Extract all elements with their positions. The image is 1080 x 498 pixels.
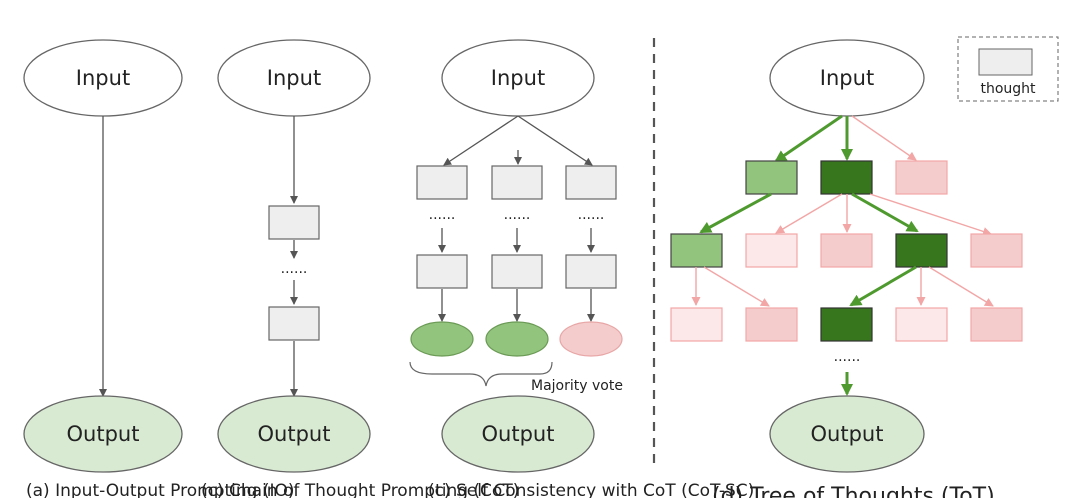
io-input-label: Input <box>76 66 130 90</box>
tot-thought-pruned <box>820 233 873 268</box>
cot-caption: (c) Chain of Thought Prompting (CoT) <box>201 481 519 498</box>
tot-thought-pruned-light <box>670 307 723 342</box>
tot-output-label: Output <box>811 422 884 446</box>
cot-thought-box <box>268 205 320 240</box>
sc-caption: (c) Self Consistency with CoT (CoT-SC) <box>428 481 754 498</box>
tot-thought-good <box>670 233 723 268</box>
sc-answer-node-selected <box>485 321 549 357</box>
sc-output-node <box>441 395 595 473</box>
legend-thought-label: thought <box>980 81 1036 97</box>
panel-cot: Input ...... Output (c) Chain of Thought… <box>201 39 519 498</box>
tot-caption: (d) Tree of Thoughts (ToT) <box>712 484 995 498</box>
tot-input-label: Input <box>820 66 874 90</box>
tot-thought-best <box>820 307 873 342</box>
tot-thought-pruned <box>970 307 1023 342</box>
tot-edge-pruned <box>775 193 843 234</box>
tot-edge-pruned <box>703 266 770 307</box>
legend-thought-swatch <box>978 48 1033 76</box>
cot-ellipsis: ...... <box>281 261 308 277</box>
sc-arrow <box>517 115 593 166</box>
tot-thought-pruned-light <box>745 233 798 268</box>
tot-thought-pruned-light <box>895 307 948 342</box>
sc-thought-box <box>491 165 543 200</box>
tot-edge-selected <box>849 265 917 307</box>
io-output-node <box>23 395 183 473</box>
sc-arrow <box>443 115 519 166</box>
io-caption: (a) Input-Output Prompting (IO) <box>26 481 295 498</box>
sc-output-label: Output <box>482 422 555 446</box>
tot-thought-best <box>895 233 948 268</box>
panel-io: Input Output (a) Input-Output Prompting … <box>23 39 295 498</box>
tot-thought-pruned <box>970 233 1023 268</box>
sc-ellipsis: ...... <box>504 207 531 223</box>
sc-thought-box <box>491 254 543 289</box>
sc-ellipsis: ...... <box>429 207 456 223</box>
tot-edge-pruned <box>928 266 994 307</box>
sc-thought-box <box>416 254 468 289</box>
tot-ellipsis: ...... <box>834 349 861 365</box>
tot-output-node <box>769 395 925 473</box>
cot-output-node <box>217 395 371 473</box>
sc-ellipsis: ...... <box>578 207 605 223</box>
sc-thought-box <box>416 165 468 200</box>
sc-majority-brace <box>409 361 553 387</box>
sc-thought-box <box>565 165 617 200</box>
sc-answer-node-rejected <box>559 321 623 357</box>
tot-thought-best <box>820 160 873 195</box>
tot-edge-selected <box>774 114 843 163</box>
panel-sc: Input ...... ...... ...... Majority vote… <box>409 39 754 498</box>
sc-thought-box <box>565 254 617 289</box>
tot-thought-good <box>745 160 798 195</box>
cot-output-label: Output <box>258 422 331 446</box>
tot-edge-selected <box>699 192 772 234</box>
sc-answer-node-selected <box>410 321 474 357</box>
io-output-label: Output <box>67 422 140 446</box>
tot-edge-pruned <box>869 193 992 236</box>
sc-majority-vote-label: Majority vote <box>531 378 623 394</box>
tot-thought-pruned <box>745 307 798 342</box>
cot-thought-box <box>268 306 320 341</box>
panel-tot: thought Input ..... <box>670 36 1059 498</box>
tot-edge-selected <box>851 192 919 233</box>
tot-edge-pruned <box>851 115 917 161</box>
sc-input-label: Input <box>491 66 545 90</box>
tot-thought-pruned <box>895 160 948 195</box>
cot-input-label: Input <box>267 66 321 90</box>
